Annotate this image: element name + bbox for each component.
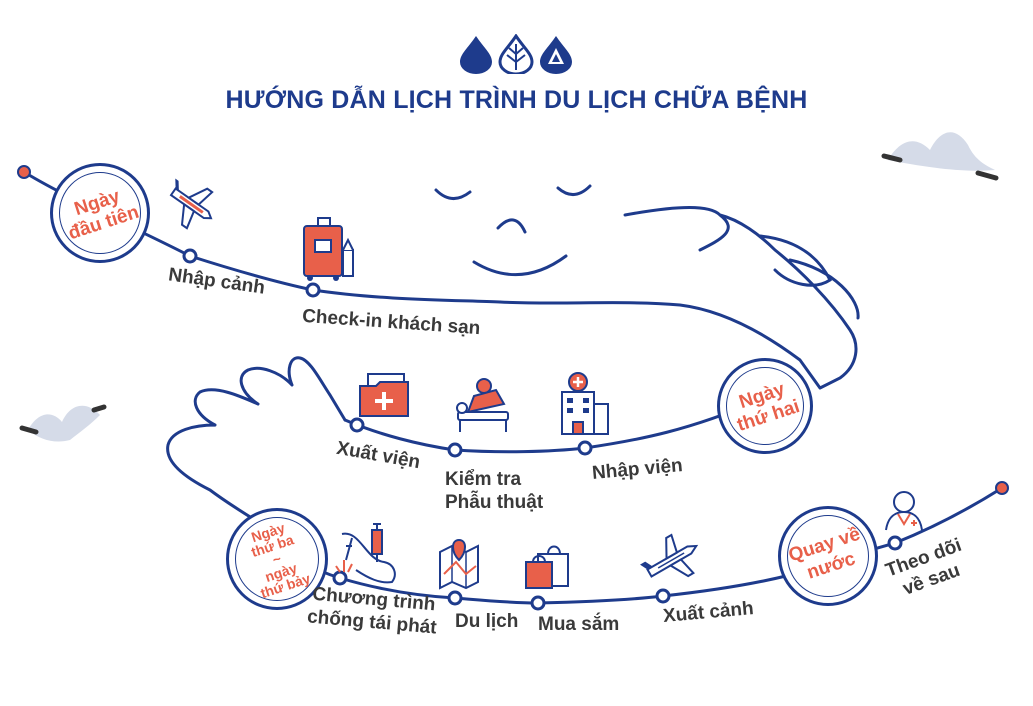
drop-logo-icon — [460, 36, 492, 74]
luggage-icon — [303, 217, 354, 281]
node-admission — [577, 440, 593, 456]
right-hand-outline — [498, 206, 860, 390]
node-tour — [447, 590, 463, 606]
patient-bed-icon — [456, 378, 509, 432]
node-followup — [887, 535, 903, 551]
injection-icon — [335, 523, 396, 584]
cloud-left-decoration — [19, 404, 107, 442]
badge-day3-7: Ngày thứ ba ~ ngày thứ bảy — [226, 508, 328, 610]
airplane-takeoff-icon — [640, 533, 699, 578]
label-exam-surgery: Kiểm tra Phẫu thuật — [445, 469, 544, 513]
badge-day1: Ngày đầu tiên — [50, 163, 150, 263]
page-title: HƯỚNG DẪN LỊCH TRÌNH DU LỊCH CHỮA BỆNH — [225, 86, 808, 114]
node-program — [332, 570, 348, 586]
badge-day2: Ngày thứ hai — [717, 358, 813, 454]
shopping-bag-icon — [525, 545, 569, 589]
airplane-landing-icon — [169, 178, 214, 230]
left-hand-outline — [166, 356, 347, 530]
hospital-icon — [561, 372, 609, 435]
leaf-logo-icon — [498, 34, 534, 74]
cloud-right-decoration — [881, 132, 999, 181]
route-start-dot — [17, 165, 31, 179]
node-departure — [655, 588, 671, 604]
label-tour: Du lịch — [455, 611, 519, 632]
route-line-day3 — [266, 486, 1004, 605]
node-shopping — [530, 595, 546, 611]
map-pin-icon — [439, 538, 479, 590]
node-hotel — [305, 282, 321, 298]
doctor-icon — [885, 491, 923, 531]
route-line-day2 — [343, 398, 762, 454]
badge-return: Quay về nước — [778, 506, 878, 606]
medical-folder-icon — [359, 373, 409, 417]
triangle-logo-icon — [540, 36, 572, 74]
route-end-dot — [995, 481, 1009, 495]
label-shopping: Mua sắm — [538, 614, 620, 635]
node-discharge — [349, 417, 365, 433]
node-arrival — [182, 248, 198, 264]
brand-logos — [460, 34, 572, 74]
node-exam — [447, 442, 463, 458]
smiling-face — [434, 184, 592, 277]
